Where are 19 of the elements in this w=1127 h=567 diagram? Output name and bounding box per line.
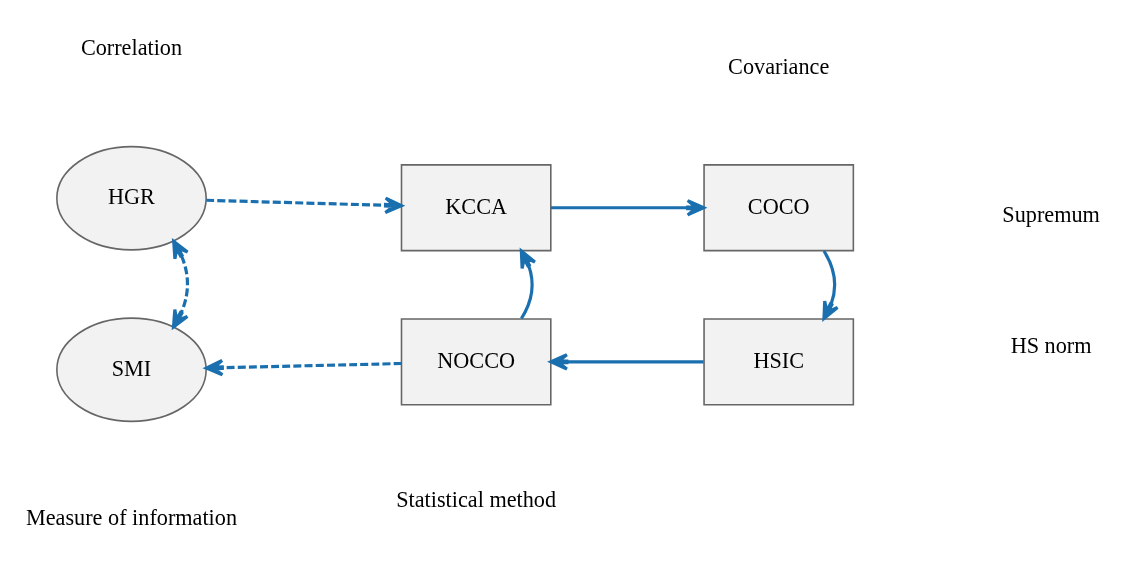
arrow [549,352,704,371]
arrow [204,358,402,376]
label: Covariance [728,53,830,79]
label: Statistical method [396,486,557,512]
arrow [519,248,537,319]
arrow [550,198,706,216]
node-box: NOCCO [400,317,552,405]
arrow [206,196,403,214]
label: Correlation [80,34,183,60]
label: Measure of information [25,504,238,530]
arrow [171,239,190,328]
node-box: HSIC [703,317,855,405]
node-ellipse: HGR [56,145,207,251]
label: Supremum [1002,201,1100,227]
node-box: KCCA [400,163,552,251]
node-box: COCO [703,163,855,251]
node-ellipse: SMI [56,316,207,422]
label: HS norm [1010,332,1092,358]
arrow [822,249,840,320]
